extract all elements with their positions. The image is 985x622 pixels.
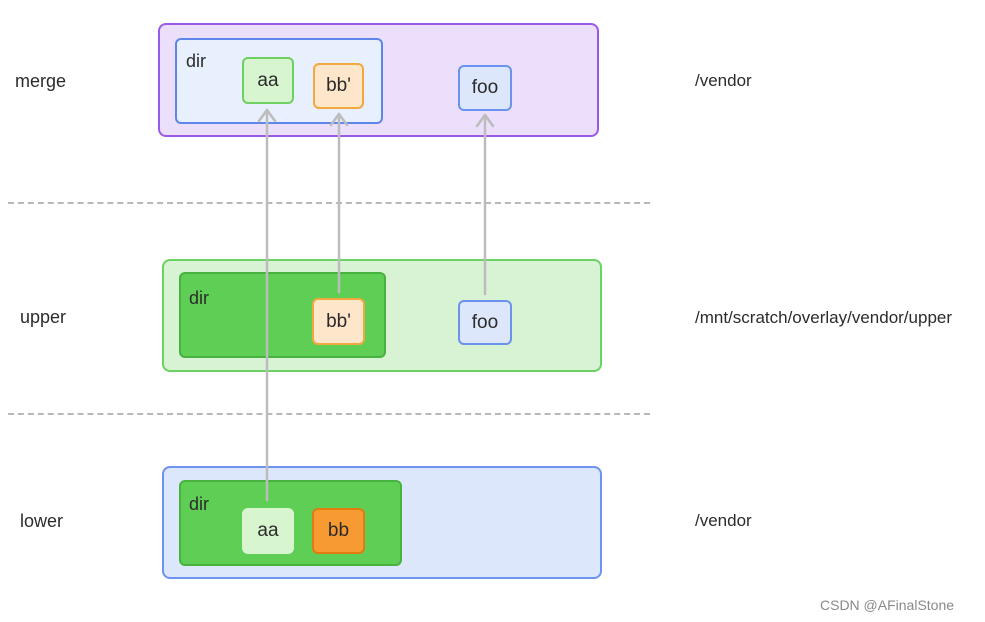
lower-file-bb: bb <box>312 508 365 554</box>
path-label-lower: /vendor <box>695 511 752 530</box>
lower-file-aa: aa <box>242 508 294 554</box>
path-label-merge: /vendor <box>695 71 752 90</box>
layer-divider-top <box>8 202 650 204</box>
upper-file-foo: foo <box>458 300 512 345</box>
merge-dir-label: dir <box>186 51 207 71</box>
upper-dir-label: dir <box>189 288 210 308</box>
arrow-head-bb <box>329 112 349 127</box>
layer-divider-bottom <box>8 413 650 415</box>
watermark: CSDN @AFinalStone <box>820 597 955 613</box>
arrow-head-aa <box>257 108 277 123</box>
layer-label-merge: merge <box>15 71 67 91</box>
layer-label-lower: lower <box>20 511 64 531</box>
upper-file-bb-prime: bb' <box>312 298 365 345</box>
layer-label-upper: upper <box>20 307 67 327</box>
merge-file-bb-prime: bb' <box>313 63 364 109</box>
merge-file-foo: foo <box>458 65 512 111</box>
merge-file-aa: aa <box>242 57 294 104</box>
path-label-upper: /mnt/scratch/overlay/vendor/upper <box>695 308 953 327</box>
arrow-head-foo <box>475 113 495 128</box>
lower-dir-label: dir <box>189 494 210 514</box>
